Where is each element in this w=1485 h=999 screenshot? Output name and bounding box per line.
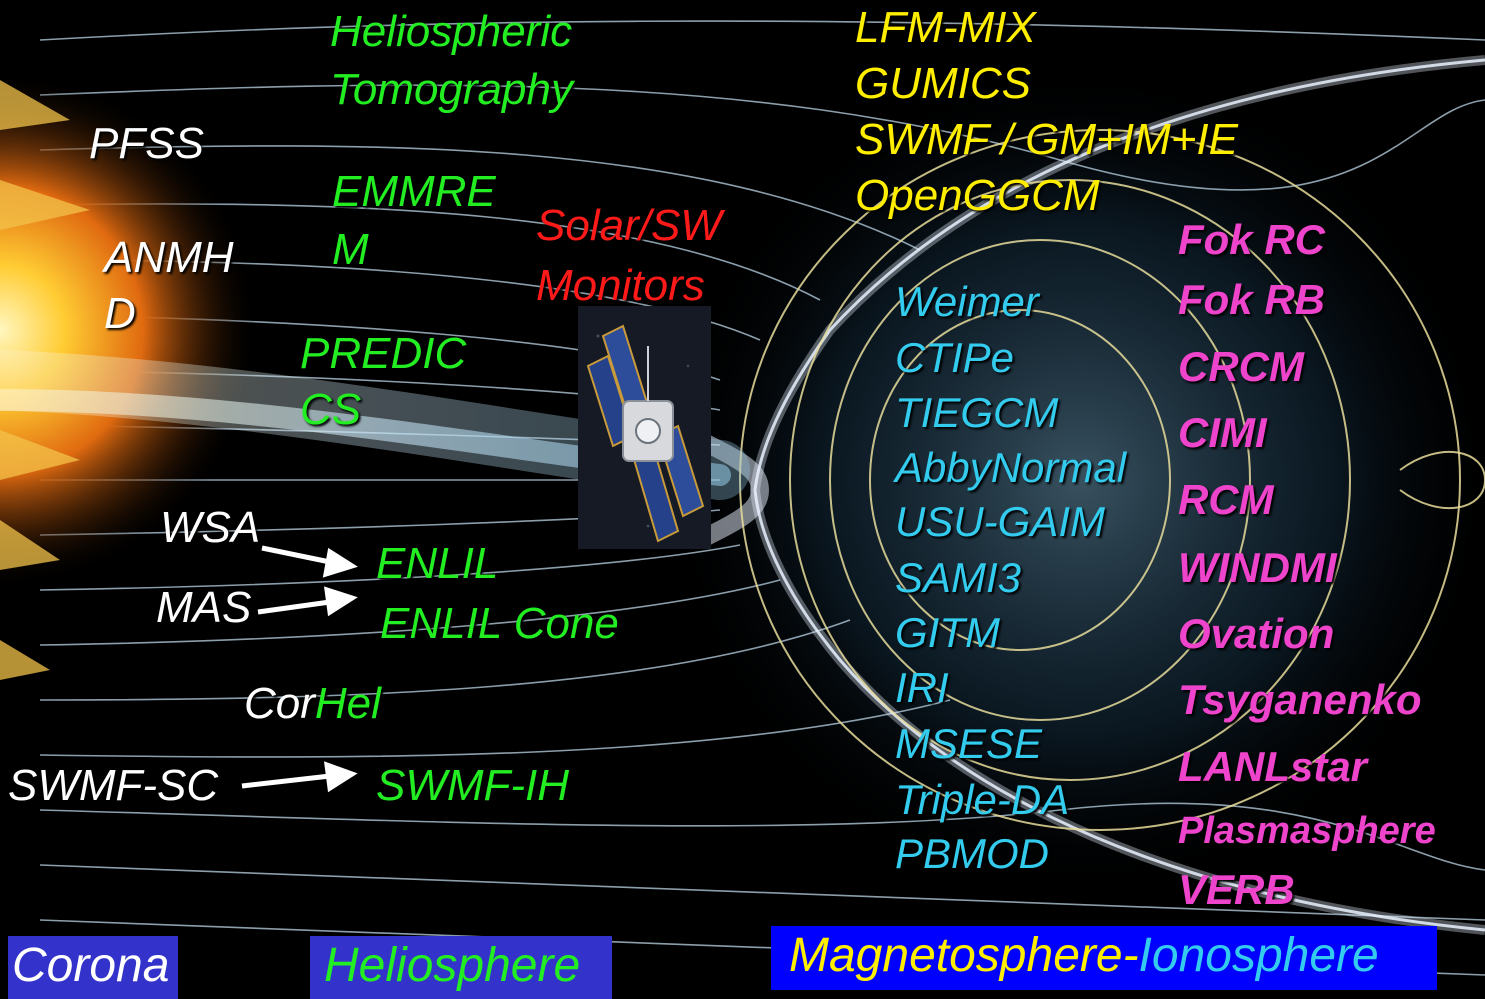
model-wsa: WSA: [160, 503, 261, 552]
model-mas: MAS: [156, 583, 252, 632]
model-iri: IRI: [895, 664, 949, 711]
model-windmi: WINDMI: [1178, 544, 1337, 591]
model-usu-gaim: USU-GAIM: [895, 498, 1105, 545]
model-pfss: PFSS: [89, 119, 204, 168]
model-rcm: RCM: [1178, 476, 1274, 523]
model-anmhd-line2: D: [104, 289, 136, 338]
region-label-magnetosphere-ionosphere: Magnetosphere-Ionosphere: [771, 926, 1437, 990]
model-emmrem-line2: M: [332, 225, 369, 274]
arrow-mas-enlil-cone-head: [323, 586, 358, 617]
model-ctipe: CTIPe: [895, 334, 1015, 381]
model-msese: MSESE: [895, 720, 1043, 767]
model-tsyganenko: Tsyganenko: [1178, 676, 1422, 723]
region-label-heliosphere: Heliosphere: [310, 936, 612, 999]
model-tiegcm: TIEGCM: [895, 389, 1059, 436]
model-lanlstar: LANLstar: [1178, 743, 1368, 790]
model-swmf-ih: SWMF-IH: [376, 761, 570, 810]
arrow-swmfsc-swmfih-head: [323, 761, 358, 793]
model-anmhd-line1: ANMH: [104, 233, 234, 282]
spacecraft-icon: [578, 306, 711, 549]
region-label-ionosphere: Ionosphere: [1138, 929, 1379, 982]
model-heliospheric-tomography-line1: Heliospheric: [330, 7, 573, 56]
model-fok-rb: Fok RB: [1178, 276, 1325, 323]
model-weimer: Weimer: [895, 278, 1039, 325]
model-corhel: CorHel: [244, 676, 381, 731]
model-enlil: ENLIL: [376, 539, 499, 588]
model-corhel-hel: Hel: [314, 679, 381, 728]
model-openggcm: OpenGGCM: [855, 171, 1100, 220]
model-heliospheric-tomography-line2: Tomography: [330, 65, 573, 114]
sun-rays: [0, 80, 90, 680]
arrows: [241, 545, 358, 793]
model-lfm-mix: LFM-MIX: [855, 3, 1036, 52]
model-verb: VERB: [1178, 866, 1295, 913]
model-swmf-sc: SWMF-SC: [8, 761, 219, 810]
model-emmrem-line1: EMMRE: [332, 167, 496, 216]
spacecraft-image: [578, 306, 711, 549]
model-crcm: CRCM: [1178, 343, 1304, 390]
model-sami3: SAMI3: [895, 554, 1022, 601]
model-cimi: CIMI: [1178, 409, 1267, 456]
region-label-magnetosphere: Magnetosphere-: [789, 929, 1139, 982]
monitors-label-line1: Solar/SW: [536, 201, 722, 250]
model-predics-line2: CS: [300, 385, 362, 434]
arrow-wsa-enlil-head: [322, 547, 358, 578]
monitors-label-line2: Monitors: [536, 261, 705, 310]
arrow-mas-enlil-cone: [257, 599, 331, 615]
model-fok-rc: Fok RC: [1178, 216, 1325, 263]
region-label-corona: Corona: [8, 936, 178, 999]
model-triple-da: Triple-DA: [895, 776, 1070, 823]
model-predics-line1: PREDIC: [300, 329, 467, 378]
model-corhel-cor: Cor: [244, 679, 315, 728]
model-gitm: GITM: [895, 609, 1000, 656]
model-plasmasphere: Plasmasphere: [1178, 810, 1436, 852]
model-abbynormal: AbbyNormal: [895, 444, 1127, 491]
model-enlil-cone: ENLIL Cone: [380, 599, 619, 648]
model-pbmod: PBMOD: [895, 830, 1050, 877]
arrow-swmfsc-swmfih: [241, 773, 331, 789]
model-ovation: Ovation: [1178, 610, 1335, 657]
model-gumics: GUMICS: [855, 59, 1031, 108]
arrow-wsa-enlil: [261, 545, 331, 565]
model-swmf-gm-im-ie: SWMF / GM+IM+IE: [855, 115, 1239, 164]
